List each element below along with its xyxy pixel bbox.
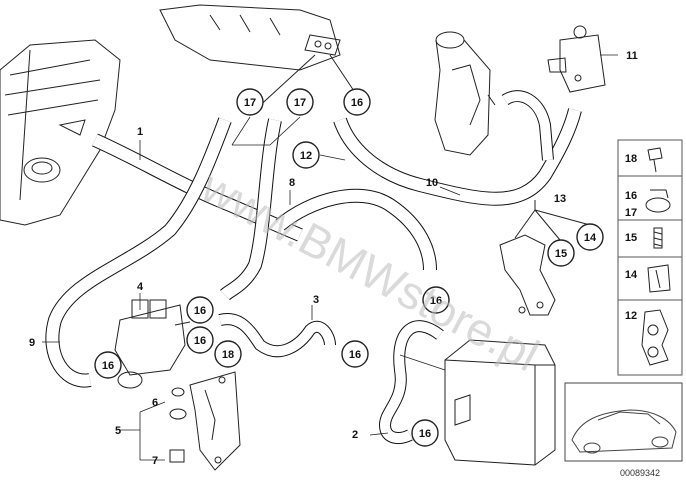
svg-text:14: 14 — [584, 232, 597, 244]
bracket — [169, 371, 241, 471]
bracket-13 — [499, 200, 591, 316]
callout-18[interactable]: 18 — [214, 340, 242, 368]
svg-text:12: 12 — [300, 150, 312, 162]
heater-valve — [114, 299, 191, 389]
callout-14[interactable]: 14 — [576, 223, 604, 251]
callout-16-center[interactable]: 16 — [341, 340, 369, 368]
callout-16-mid2[interactable]: 16 — [186, 326, 214, 354]
callout-12[interactable]: 12 — [292, 141, 320, 169]
svg-text:16: 16 — [351, 97, 363, 109]
callout-15[interactable]: 15 — [547, 239, 575, 267]
car-thumbnail — [564, 382, 683, 462]
svg-text:16: 16 — [194, 305, 206, 317]
svg-text:15: 15 — [555, 248, 567, 260]
diagram-id: 00089342 — [620, 468, 660, 478]
callout-10[interactable]: 10 — [426, 177, 438, 189]
legend-12[interactable]: 12 — [625, 310, 637, 322]
svg-text:16: 16 — [194, 335, 206, 347]
legend-labels: 18 16 17 15 14 12 — [625, 153, 638, 322]
legend-panel — [617, 139, 683, 376]
legend-14[interactable]: 14 — [625, 269, 638, 281]
callout-16-left[interactable]: 16 — [94, 351, 122, 379]
svg-text:18: 18 — [222, 349, 234, 361]
callout-4[interactable]: 4 — [137, 281, 144, 293]
legend-15[interactable]: 15 — [625, 232, 637, 244]
callout-1[interactable]: 1 — [137, 126, 143, 138]
legend-18[interactable]: 18 — [625, 153, 637, 165]
callout-6[interactable]: 6 — [152, 397, 158, 409]
svg-text:17: 17 — [294, 97, 306, 109]
manifold-top — [159, 4, 361, 111]
callout-3[interactable]: 3 — [313, 294, 319, 306]
callout-5[interactable]: 5 — [115, 425, 121, 437]
plain-callouts: 1 2 3 4 5 6 7 8 9 10 11 13 — [29, 50, 638, 467]
hoses — [45, 90, 582, 444]
water-pump — [547, 25, 606, 93]
callout-16-top[interactable]: 16 — [343, 88, 371, 116]
callout-17-a[interactable]: 17 — [236, 88, 264, 116]
callout-11[interactable]: 11 — [626, 50, 638, 62]
callout-17-b[interactable]: 17 — [286, 88, 314, 116]
svg-text:17: 17 — [244, 97, 256, 109]
legend-16[interactable]: 16 — [625, 190, 637, 202]
callout-16-mid[interactable]: 16 — [186, 296, 214, 324]
callout-7[interactable]: 7 — [152, 455, 158, 467]
leader-lines — [42, 54, 618, 461]
aux-heater — [444, 339, 556, 466]
callout-8[interactable]: 8 — [289, 177, 295, 189]
engine-block — [0, 39, 121, 226]
expansion-tank — [434, 31, 496, 156]
callout-16-bottom[interactable]: 16 — [411, 419, 439, 447]
svg-text:16: 16 — [102, 360, 114, 372]
circled-callouts: 17 17 16 12 16 16 16 16 18 16 16 16 15 1… — [94, 88, 604, 447]
svg-text:16: 16 — [349, 349, 361, 361]
callout-9[interactable]: 9 — [29, 337, 35, 349]
callout-16-right[interactable]: 16 — [422, 286, 450, 314]
svg-text:16: 16 — [419, 428, 431, 440]
legend-17[interactable]: 17 — [625, 207, 637, 219]
callout-13[interactable]: 13 — [554, 193, 566, 205]
callout-2[interactable]: 2 — [352, 429, 358, 441]
svg-text:16: 16 — [430, 295, 442, 307]
